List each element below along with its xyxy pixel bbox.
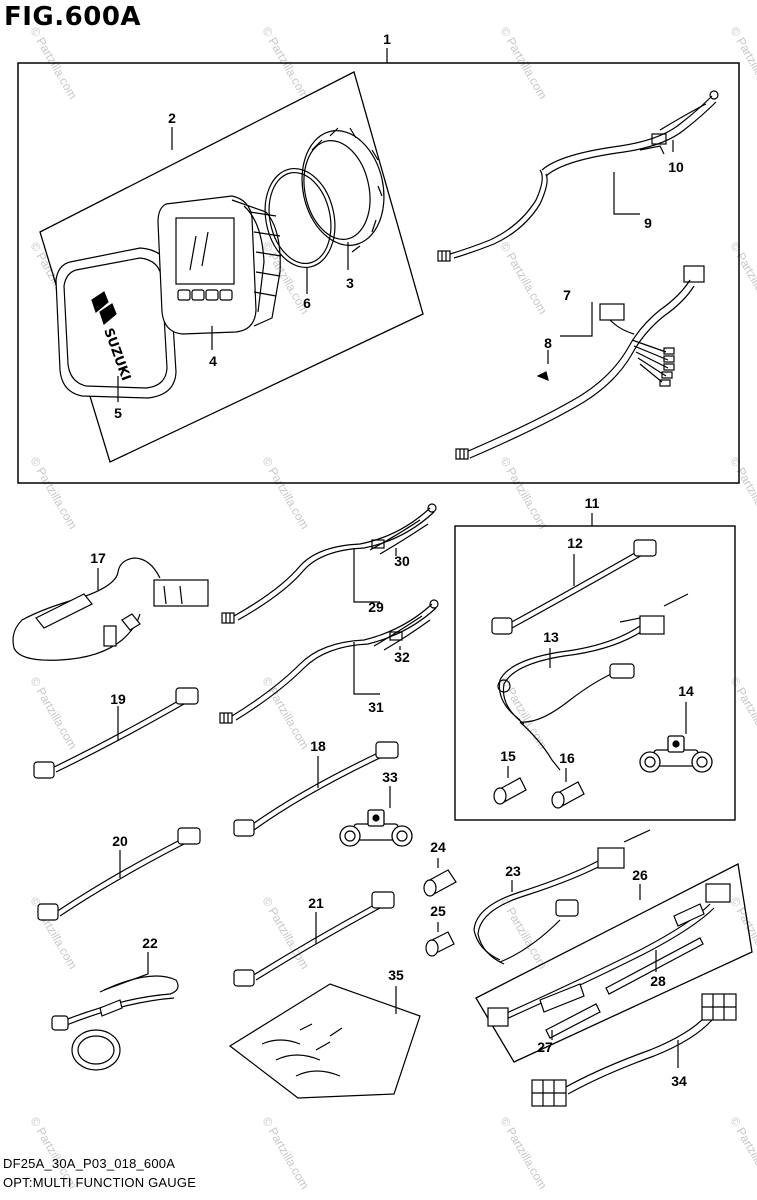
- watermark: © Partzilla.com: [727, 1115, 757, 1192]
- callout-13: 13: [543, 629, 559, 645]
- callout-28: 28: [650, 973, 666, 989]
- callout-18: 18: [310, 738, 326, 754]
- kit-frame-11: [454, 525, 736, 821]
- sensor-cable-17: [12, 557, 209, 661]
- suzuki-logo-icon: [91, 291, 117, 326]
- figure-code: DF25A_30A_P03_018_600A: [3, 1156, 176, 1171]
- watermark: © Partzilla.com: [27, 455, 80, 532]
- terminator-15: [493, 777, 527, 805]
- callout-10: 10: [668, 159, 684, 175]
- callout-5: 5: [114, 405, 122, 421]
- watermark: © Partzilla.com: [727, 455, 757, 532]
- callout-24: 24: [430, 839, 446, 855]
- callout-22: 22: [142, 935, 158, 951]
- harness-subframe-26: [475, 863, 753, 1063]
- gauge-body: [157, 195, 282, 335]
- watermark: © Partzilla.com: [727, 675, 757, 752]
- callout-25: 25: [430, 903, 446, 919]
- callout-4: 4: [209, 353, 217, 369]
- callout-16: 16: [559, 750, 575, 766]
- retaining-nut: [301, 127, 385, 253]
- callout-35: 35: [388, 967, 404, 983]
- gauge-bezel: [55, 247, 177, 399]
- callout-27: 27: [537, 1039, 553, 1055]
- hardware-bag-35: [228, 983, 421, 1099]
- assembly-frame-1: [17, 62, 740, 484]
- callout-1: 1: [383, 31, 391, 47]
- callout-14: 14: [678, 683, 694, 699]
- callout-12: 12: [567, 535, 583, 551]
- backbone-cable-12: [491, 539, 657, 635]
- sensor-22: [51, 975, 179, 1071]
- harness-29: [221, 503, 437, 624]
- watermark: © Partzilla.com: [259, 895, 312, 972]
- power-cable-23: [473, 829, 651, 965]
- figure-title: FIG.600A: [4, 2, 142, 32]
- callout-19: 19: [110, 691, 126, 707]
- o-ring: [264, 167, 336, 269]
- tee-connector-14: [639, 735, 713, 773]
- watermark: © Partzilla.com: [259, 1115, 312, 1192]
- callout-17: 17: [90, 550, 106, 566]
- terminator-25: [425, 931, 455, 957]
- backbone-cable-20: [37, 827, 201, 921]
- watermark: © Partzilla.com: [727, 240, 757, 317]
- harness-26: [487, 883, 731, 1027]
- harness-9: [437, 90, 719, 262]
- callout-7: 7: [563, 287, 571, 303]
- callout-34: 34: [671, 1073, 687, 1089]
- watermark: © Partzilla.com: [259, 455, 312, 532]
- callout-23: 23: [505, 863, 521, 879]
- callout-32: 32: [394, 649, 410, 665]
- callout-9: 9: [644, 215, 652, 231]
- callout-31: 31: [368, 699, 384, 715]
- callout-20: 20: [112, 833, 128, 849]
- harness-7: [455, 265, 705, 460]
- callout-6: 6: [303, 295, 311, 311]
- callout-33: 33: [382, 769, 398, 785]
- callout-15: 15: [500, 748, 516, 764]
- watermark: © Partzilla.com: [497, 240, 550, 317]
- power-cable-13: [497, 593, 689, 771]
- extension-harness-34: [531, 993, 737, 1107]
- callout-26: 26: [632, 867, 648, 883]
- callout-11: 11: [585, 495, 600, 511]
- callout-3: 3: [346, 275, 354, 291]
- figure-caption: OPT:MULTI FUNCTION GAUGE: [3, 1175, 197, 1190]
- watermark: © Partzilla.com: [727, 895, 757, 972]
- fuse-holder-27: [545, 1003, 601, 1039]
- watermark: © Partzilla.com: [27, 675, 80, 752]
- terminator-24: [423, 869, 457, 897]
- callout-21: 21: [308, 895, 324, 911]
- harness-31: [219, 599, 439, 724]
- backbone-cable-19: [33, 687, 199, 779]
- callout-29: 29: [368, 599, 384, 615]
- cable-tie-28: [605, 937, 704, 995]
- callout-2: 2: [168, 110, 176, 126]
- tee-connector-33: [339, 809, 413, 847]
- watermark: © Partzilla.com: [497, 455, 550, 532]
- terminator-16: [551, 781, 585, 809]
- watermark: © Partzilla.com: [497, 1115, 550, 1192]
- watermark: © Partzilla.com: [259, 675, 312, 752]
- watermark: © Partzilla.com: [497, 675, 550, 752]
- callout-8: 8: [544, 335, 552, 351]
- callout-30: 30: [394, 553, 410, 569]
- backbone-cable-18: [233, 741, 399, 837]
